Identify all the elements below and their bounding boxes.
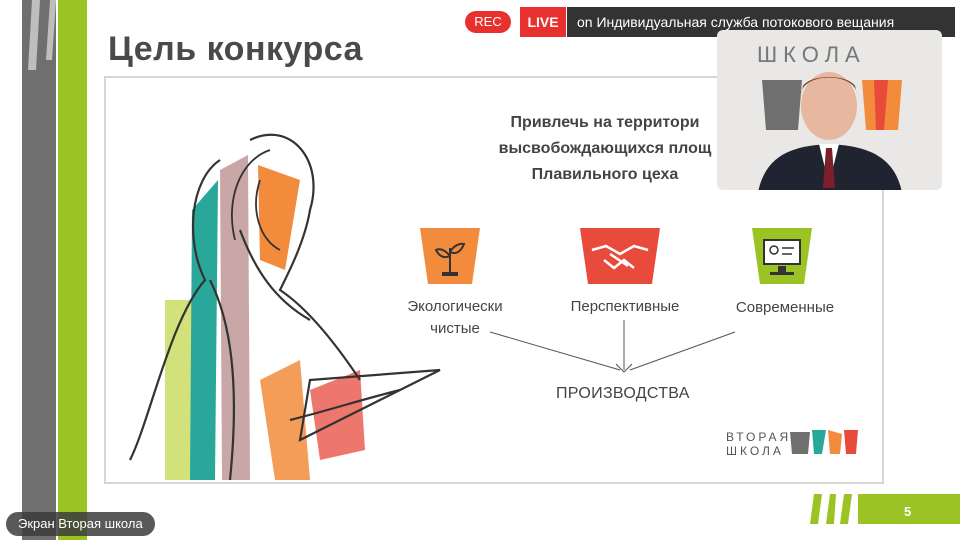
bottom-stripe-pattern xyxy=(810,494,852,524)
stripe-pattern-top xyxy=(28,0,56,70)
category-prospective-label: Перспективные xyxy=(570,298,680,315)
live-badge: LIVE xyxy=(520,7,566,37)
headline-line-3: Плавильного цеха xyxy=(531,166,679,183)
converging-arrows xyxy=(489,320,736,373)
vtoraya-shkola-logo: ВТОРАЯ ШКОЛА xyxy=(726,430,791,458)
stripe-divider xyxy=(56,0,58,540)
headline-line-2: высвобождающихся площ xyxy=(498,140,712,157)
left-green-stripe xyxy=(57,0,87,540)
logo-color-bars xyxy=(790,430,858,454)
page-number-bar xyxy=(858,494,960,524)
category-modern-label: Современные xyxy=(735,299,835,316)
video-logo-text: ШКОЛА xyxy=(757,42,866,67)
result-production-label: ПРОИЗВОДСТВА xyxy=(556,385,690,402)
computer-icon xyxy=(752,228,812,284)
rec-badge: REC xyxy=(465,11,511,33)
slide-title: Цель конкурса xyxy=(108,30,363,68)
presenter-figure xyxy=(758,72,902,190)
sprout-icon xyxy=(420,228,480,284)
left-grey-stripe xyxy=(22,0,56,540)
woman-with-tablet-illustration xyxy=(129,133,441,481)
presenter-video[interactable]: ШКОЛА xyxy=(717,30,942,190)
screen-share-label: Экран Вторая школа xyxy=(6,512,155,536)
slide-headline: Привлечь на территори высвобождающихся п… xyxy=(480,110,730,188)
page-number: 5 xyxy=(904,504,912,519)
handshake-icon xyxy=(580,228,660,284)
headline-line-1: Привлечь на территори xyxy=(510,114,700,131)
category-ecological-label: Экологически чистые xyxy=(395,296,515,340)
category-ecological-line-2: чистые xyxy=(430,320,480,337)
category-ecological-line-1: Экологически xyxy=(407,298,503,315)
logo-line-1: ВТОРАЯ xyxy=(726,430,792,444)
video-logo-bars xyxy=(762,80,902,130)
logo-line-2: ШКОЛА xyxy=(726,444,784,458)
